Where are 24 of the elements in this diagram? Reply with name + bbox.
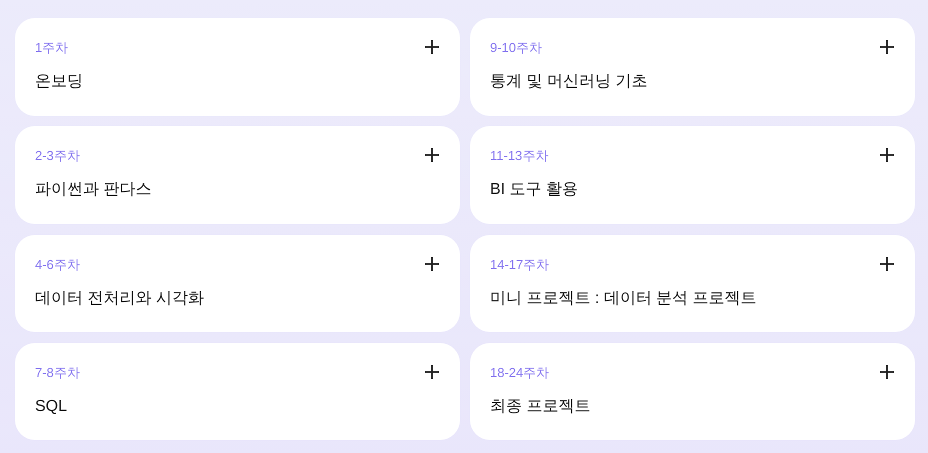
accordion-card	[470, 343, 915, 440]
accordion-card	[470, 235, 915, 332]
week-label: 11-13주차	[490, 148, 548, 164]
week-label: 18-24주차	[490, 365, 550, 381]
accordion-card	[15, 18, 460, 116]
module-title: 통계 및 머신러닝 기초	[490, 72, 648, 92]
module-title: 미니 프로젝트 : 데이터 분석 프로젝트	[490, 289, 757, 309]
week-label: 7-8주차	[35, 365, 80, 381]
module-title: 온보딩	[35, 72, 83, 92]
module-title: 파이썬과 판다스	[35, 180, 152, 200]
week-label: 1주차	[35, 40, 68, 56]
module-title: 데이터 전처리와 시각화	[35, 289, 204, 309]
week-label: 2-3주차	[35, 148, 80, 164]
week-label: 4-6주차	[35, 257, 80, 273]
module-title: BI 도구 활용	[490, 180, 578, 200]
accordion-card	[470, 18, 915, 116]
accordion-card	[470, 126, 915, 224]
accordion-card	[15, 235, 460, 332]
module-title: 최종 프로젝트	[490, 397, 590, 417]
week-label: 14-17주차	[490, 257, 550, 273]
module-title: SQL	[35, 397, 68, 417]
accordion-card	[15, 343, 460, 440]
week-label: 9-10주차	[490, 40, 542, 56]
accordion-card	[15, 126, 460, 224]
